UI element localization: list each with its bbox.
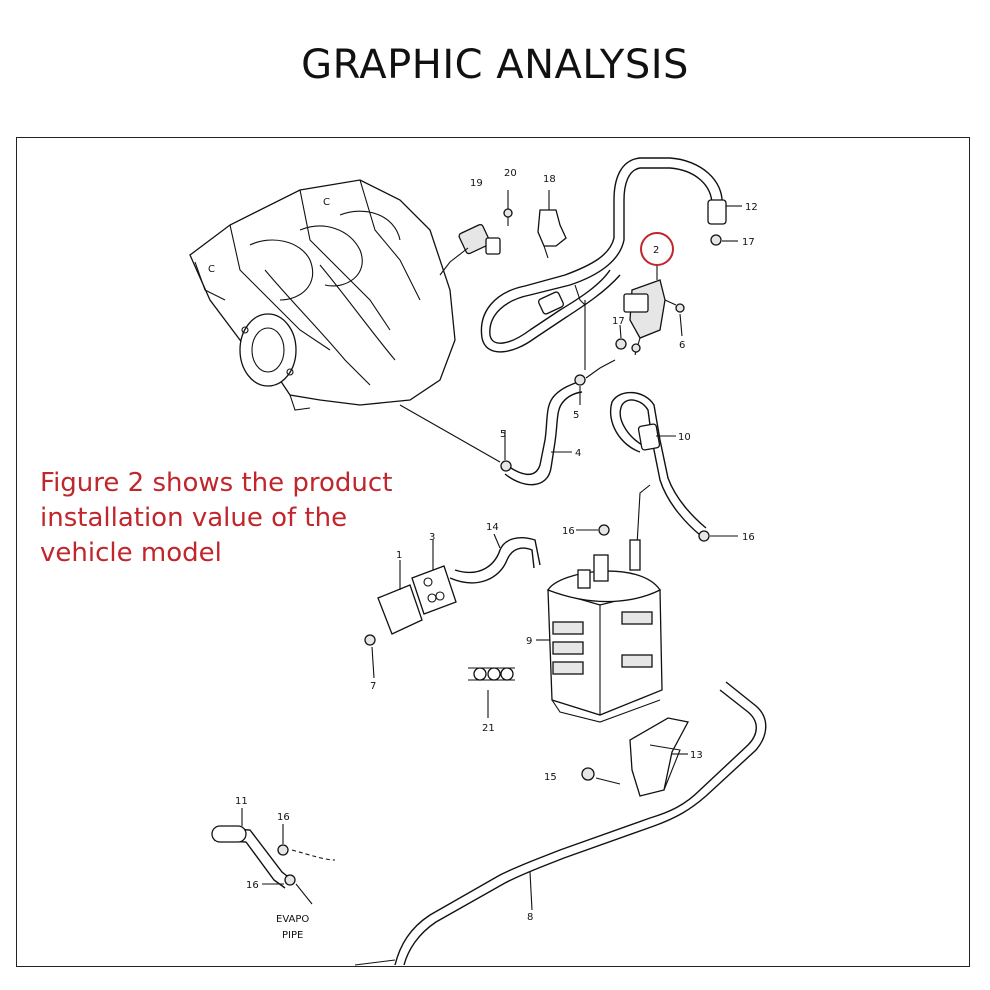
label-part-12: 12	[745, 202, 758, 213]
intake-manifold-drawing: C C	[189, 179, 501, 463]
diagram-frame	[16, 137, 970, 967]
label-part-17-top: 17	[742, 237, 755, 248]
part-1-3-plates	[364, 540, 457, 679]
label-part-17-mid: 17	[612, 316, 625, 327]
label-part-2: 2	[653, 245, 659, 256]
label-part-14: 14	[486, 522, 499, 533]
part-2-highlight-circle	[640, 232, 674, 266]
label-part-9: 9	[526, 636, 532, 647]
part-18-clip	[537, 190, 567, 259]
part-2-purge-solenoid	[623, 265, 685, 356]
caption-line-3: vehicle model	[40, 538, 222, 568]
label-part-7: 7	[370, 681, 376, 692]
caption-line-2: installation value of the	[40, 503, 348, 533]
label-part-10: 10	[678, 432, 691, 443]
part-10-hose	[610, 391, 738, 546]
label-part-11: 11	[235, 796, 248, 807]
label-part-13: 13	[690, 750, 703, 761]
label-part-3: 3	[429, 532, 435, 543]
label-part-5-left: 5	[500, 429, 506, 440]
part-labels: 19 20 18 12 17 2 17 6 5 5 10 4 14 16 16 …	[235, 168, 758, 941]
label-evapo: EVAPO	[276, 914, 309, 925]
svg-text:C: C	[323, 197, 330, 208]
label-part-18: 18	[543, 174, 556, 185]
label-part-5-right: 5	[573, 410, 579, 421]
vacuum-hose-upper	[480, 157, 742, 353]
label-part-19: 19	[470, 178, 483, 189]
label-part-21: 21	[482, 723, 495, 734]
svg-text:C: C	[208, 264, 215, 275]
label-part-15: 15	[544, 772, 557, 783]
part-13-bracket	[581, 717, 689, 797]
part-9-canister	[536, 524, 663, 723]
part-17-clips	[615, 234, 738, 353]
label-part-16-canister: 16	[562, 526, 575, 537]
caption-line-1: Figure 2 shows the product	[40, 468, 393, 498]
part-8-evap-pipe	[354, 681, 767, 966]
label-part-20: 20	[504, 168, 517, 179]
label-part-16-upper: 16	[277, 812, 290, 823]
label-pipe: PIPE	[282, 930, 303, 941]
label-part-8: 8	[527, 912, 533, 923]
part-21-clamp	[468, 667, 515, 718]
label-part-1: 1	[396, 550, 402, 561]
part-19-20-connector	[439, 190, 513, 276]
label-part-16-lower: 16	[246, 880, 259, 891]
part-11-hose	[211, 808, 336, 905]
label-part-4: 4	[575, 448, 581, 459]
part-4-hose	[500, 300, 616, 486]
page-title: GRAPHIC ANALYSIS	[301, 42, 689, 88]
part-14-hose	[449, 533, 541, 584]
label-part-16-right: 16	[742, 532, 755, 543]
figure-caption: Figure 2 shows the product installation …	[40, 466, 460, 571]
label-part-6: 6	[679, 340, 685, 351]
